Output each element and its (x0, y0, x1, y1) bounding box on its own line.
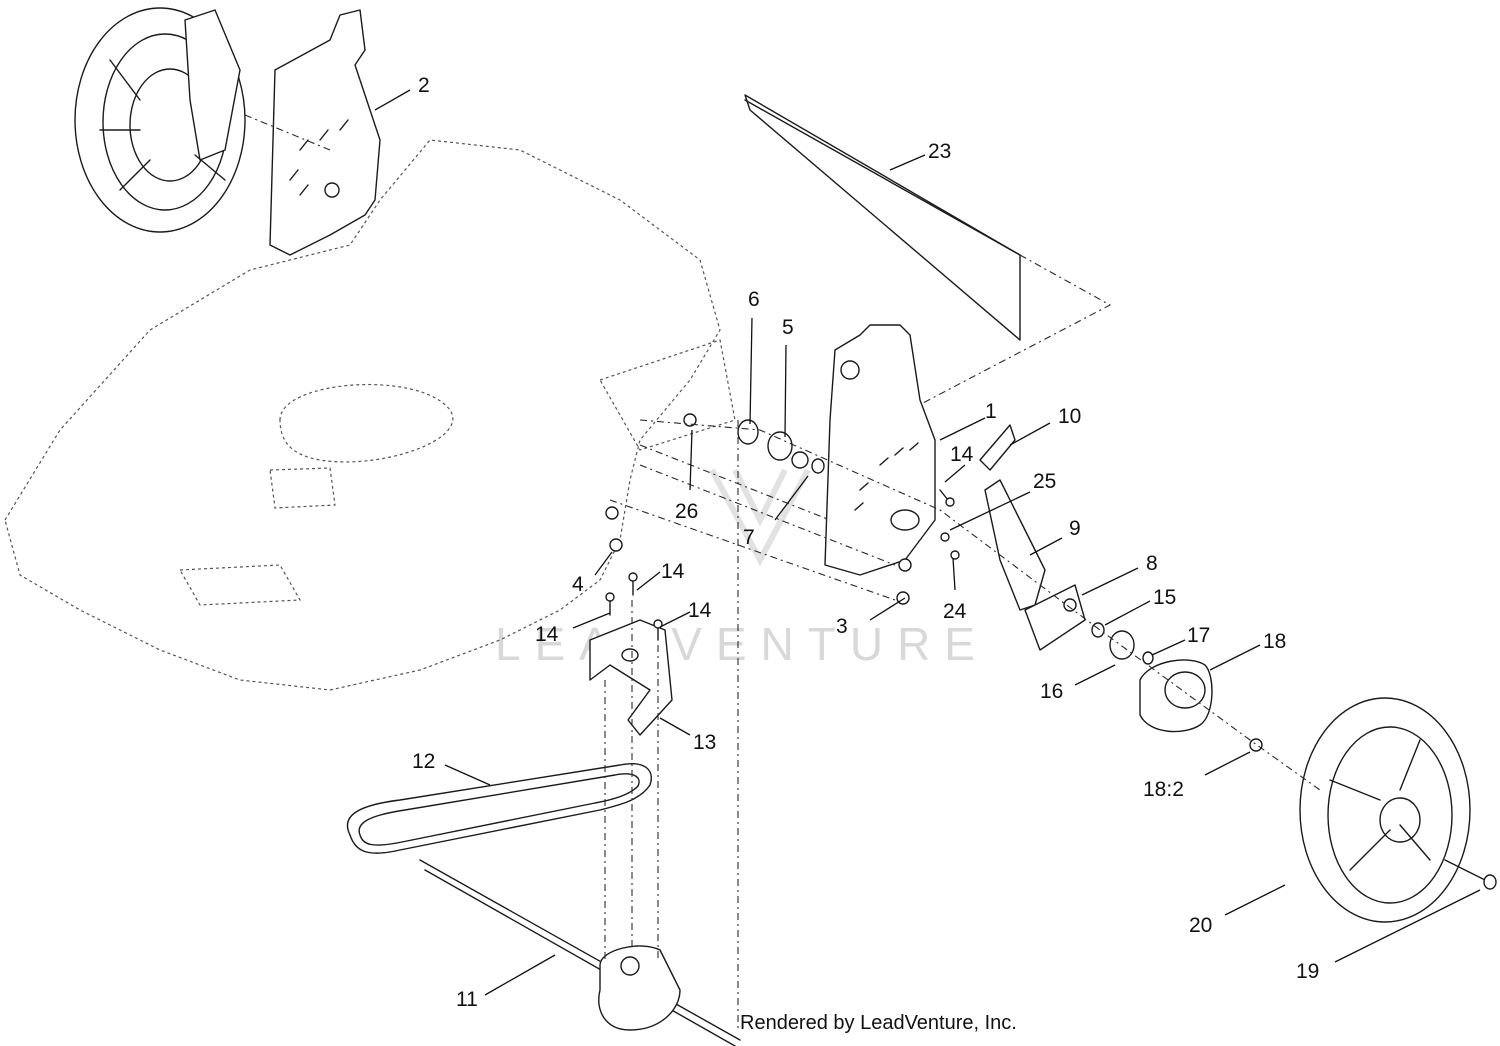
drive-belt (346, 763, 652, 854)
transmission (419, 859, 741, 1046)
height-lever (979, 424, 1046, 611)
callout-14-mid: 14 (661, 560, 685, 583)
axle-hardware (605, 413, 825, 552)
callout-25: 25 (1033, 470, 1056, 493)
wheel-bolt (1444, 859, 1497, 890)
wheel-bracket (1024, 584, 1086, 651)
alignment-lines (244, 114, 1321, 1030)
watermark-text: LEADVENTURE (495, 618, 989, 670)
render-credit: Rendered by LeadVenture, Inc. (740, 1012, 1017, 1034)
callout-4: 4 (572, 573, 584, 596)
right-side-plate (824, 324, 936, 576)
callout-16: 16 (1040, 680, 1063, 703)
callout-18: 18 (1263, 630, 1286, 653)
callout-3: 3 (836, 615, 848, 638)
baffle (744, 94, 1112, 416)
callout-20: 20 (1189, 914, 1212, 937)
callout-19: 19 (1296, 960, 1319, 983)
callout-26: 26 (675, 500, 698, 523)
callout-5: 5 (782, 316, 794, 339)
callout-15: 15 (1153, 586, 1176, 609)
callout-10: 10 (1058, 405, 1081, 428)
hubcap (1139, 659, 1263, 752)
screws (605, 489, 960, 641)
callout-14-left: 14 (535, 623, 559, 646)
callout-13: 13 (693, 731, 716, 754)
left-side-plate (269, 9, 381, 256)
callout-9: 9 (1069, 517, 1081, 540)
callout-12: 12 (412, 750, 435, 773)
callout-17: 17 (1187, 624, 1210, 647)
callout-14-right: 14 (688, 599, 712, 622)
callout-7: 7 (743, 526, 755, 549)
callout-23: 23 (928, 140, 951, 163)
callout-18-2: 18:2 (1143, 778, 1184, 801)
callout-1: 1 (985, 400, 997, 423)
axle-bracket (589, 619, 673, 736)
right-wheel (1299, 697, 1471, 923)
callout-6: 6 (748, 288, 760, 311)
callouts: 1 2 3 4 5 6 7 8 9 10 11 12 13 14 14 14 1… (412, 74, 1319, 1011)
mower-deck (4, 139, 736, 691)
callout-24: 24 (943, 600, 967, 623)
left-wheel (74, 7, 246, 233)
leader-lines (374, 89, 1481, 996)
callout-8: 8 (1146, 552, 1158, 575)
callout-11: 11 (456, 988, 478, 1011)
callout-2: 2 (418, 74, 430, 97)
callout-14-plate: 14 (950, 443, 974, 466)
gear-parts (1091, 622, 1154, 665)
